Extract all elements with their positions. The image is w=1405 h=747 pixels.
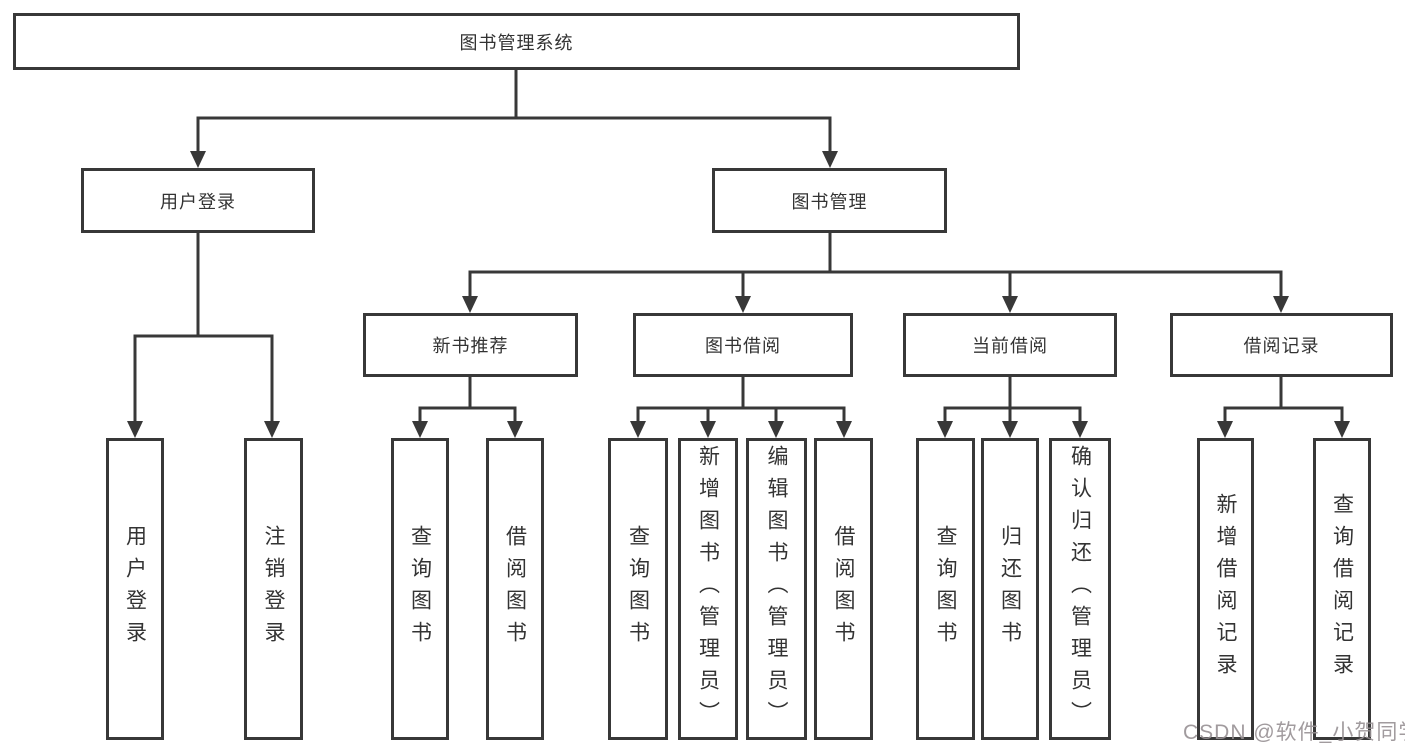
leaf-user-login: 用户登录 (106, 438, 164, 740)
node-label: 新增图书（管理员） (696, 445, 720, 733)
node-label: 编辑图书（管理员） (765, 445, 788, 733)
connector-borrow-to-leaves (636, 377, 846, 423)
node-user-login: 用户登录 (81, 168, 315, 233)
leaf-logout-login: 注销登录 (244, 438, 303, 740)
leaf-query-books-recommend: 查询图书 (391, 438, 449, 740)
leaf-add-borrow-record: 新增借阅记录 (1197, 438, 1254, 740)
node-label: 新增借阅记录 (1214, 493, 1237, 685)
node-root-system: 图书管理系统 (13, 13, 1020, 70)
leaf-borrow-books-recommend: 借阅图书 (486, 438, 544, 740)
node-label: 借阅记录 (1243, 336, 1320, 356)
node-label: 借阅图书 (832, 525, 855, 653)
connector-book-management-to-level3 (468, 233, 1283, 298)
connector-user-login-to-leaves (133, 233, 274, 423)
node-label: 借阅图书 (503, 525, 527, 653)
connector-current-to-leaves (943, 377, 1082, 423)
leaf-edit-books-admin: 编辑图书（管理员） (746, 438, 807, 740)
node-label: 查询借阅记录 (1330, 493, 1354, 685)
leaf-query-books-current: 查询图书 (916, 438, 975, 740)
node-borrow-records: 借阅记录 (1170, 313, 1393, 377)
node-label: 图书管理 (791, 191, 868, 212)
leaf-add-books-admin: 新增图书（管理员） (678, 438, 738, 740)
leaf-return-books: 归还图书 (981, 438, 1039, 740)
leaf-confirm-return-admin: 确认归还（管理员） (1049, 438, 1111, 740)
node-label: 图书管理系统 (459, 32, 574, 53)
leaf-query-borrow-record: 查询借阅记录 (1313, 438, 1371, 740)
connector-recommend-to-leaves (418, 377, 517, 423)
node-label: 用户登录 (123, 525, 147, 653)
node-label: 查询图书 (408, 525, 432, 653)
node-label: 归还图书 (998, 525, 1022, 653)
node-label: 当前借阅 (972, 336, 1048, 356)
leaf-query-books-borrow: 查询图书 (608, 438, 668, 740)
node-new-book-recommend: 新书推荐 (363, 313, 578, 377)
node-label: 确认归还（管理员） (1068, 445, 1092, 733)
node-label: 查询图书 (934, 525, 957, 653)
node-book-borrow: 图书借阅 (633, 313, 853, 377)
connector-records-to-leaves (1223, 377, 1344, 423)
node-label: 注销登录 (262, 525, 285, 653)
node-label: 图书借阅 (705, 336, 781, 356)
node-book-management: 图书管理 (712, 168, 947, 233)
leaf-borrow-books: 借阅图书 (814, 438, 873, 740)
node-label: 新书推荐 (432, 336, 509, 356)
node-label: 查询图书 (626, 525, 650, 653)
node-current-borrow: 当前借阅 (903, 313, 1117, 377)
node-label: 用户登录 (160, 191, 236, 212)
connector-root-to-level2 (196, 70, 832, 153)
csdn-watermark: CSDN @软件_小贺同学 (1183, 721, 1405, 744)
